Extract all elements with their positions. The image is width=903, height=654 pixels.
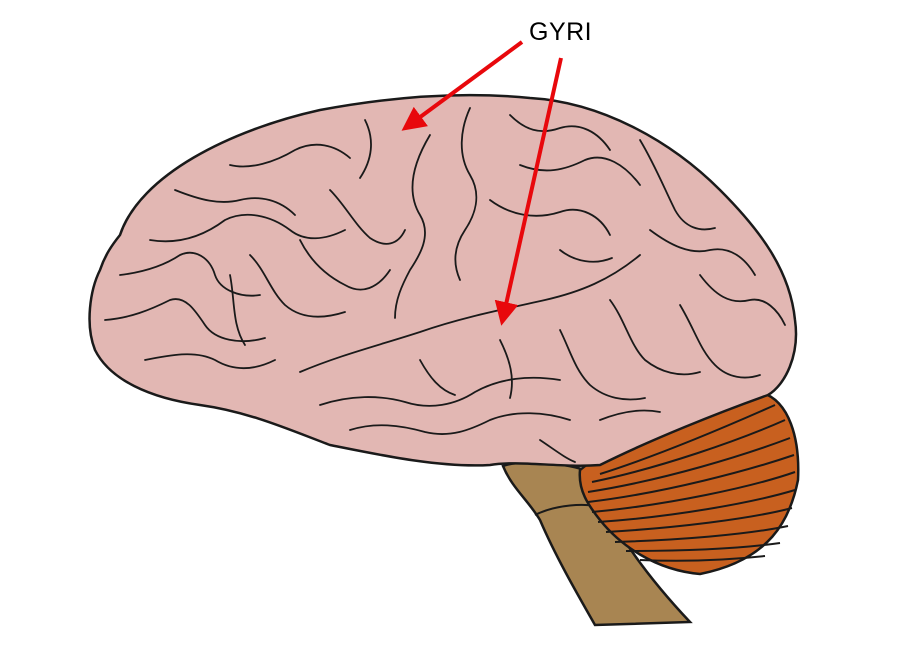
gyri-label: GYRI <box>529 18 592 47</box>
cerebrum <box>90 95 796 466</box>
